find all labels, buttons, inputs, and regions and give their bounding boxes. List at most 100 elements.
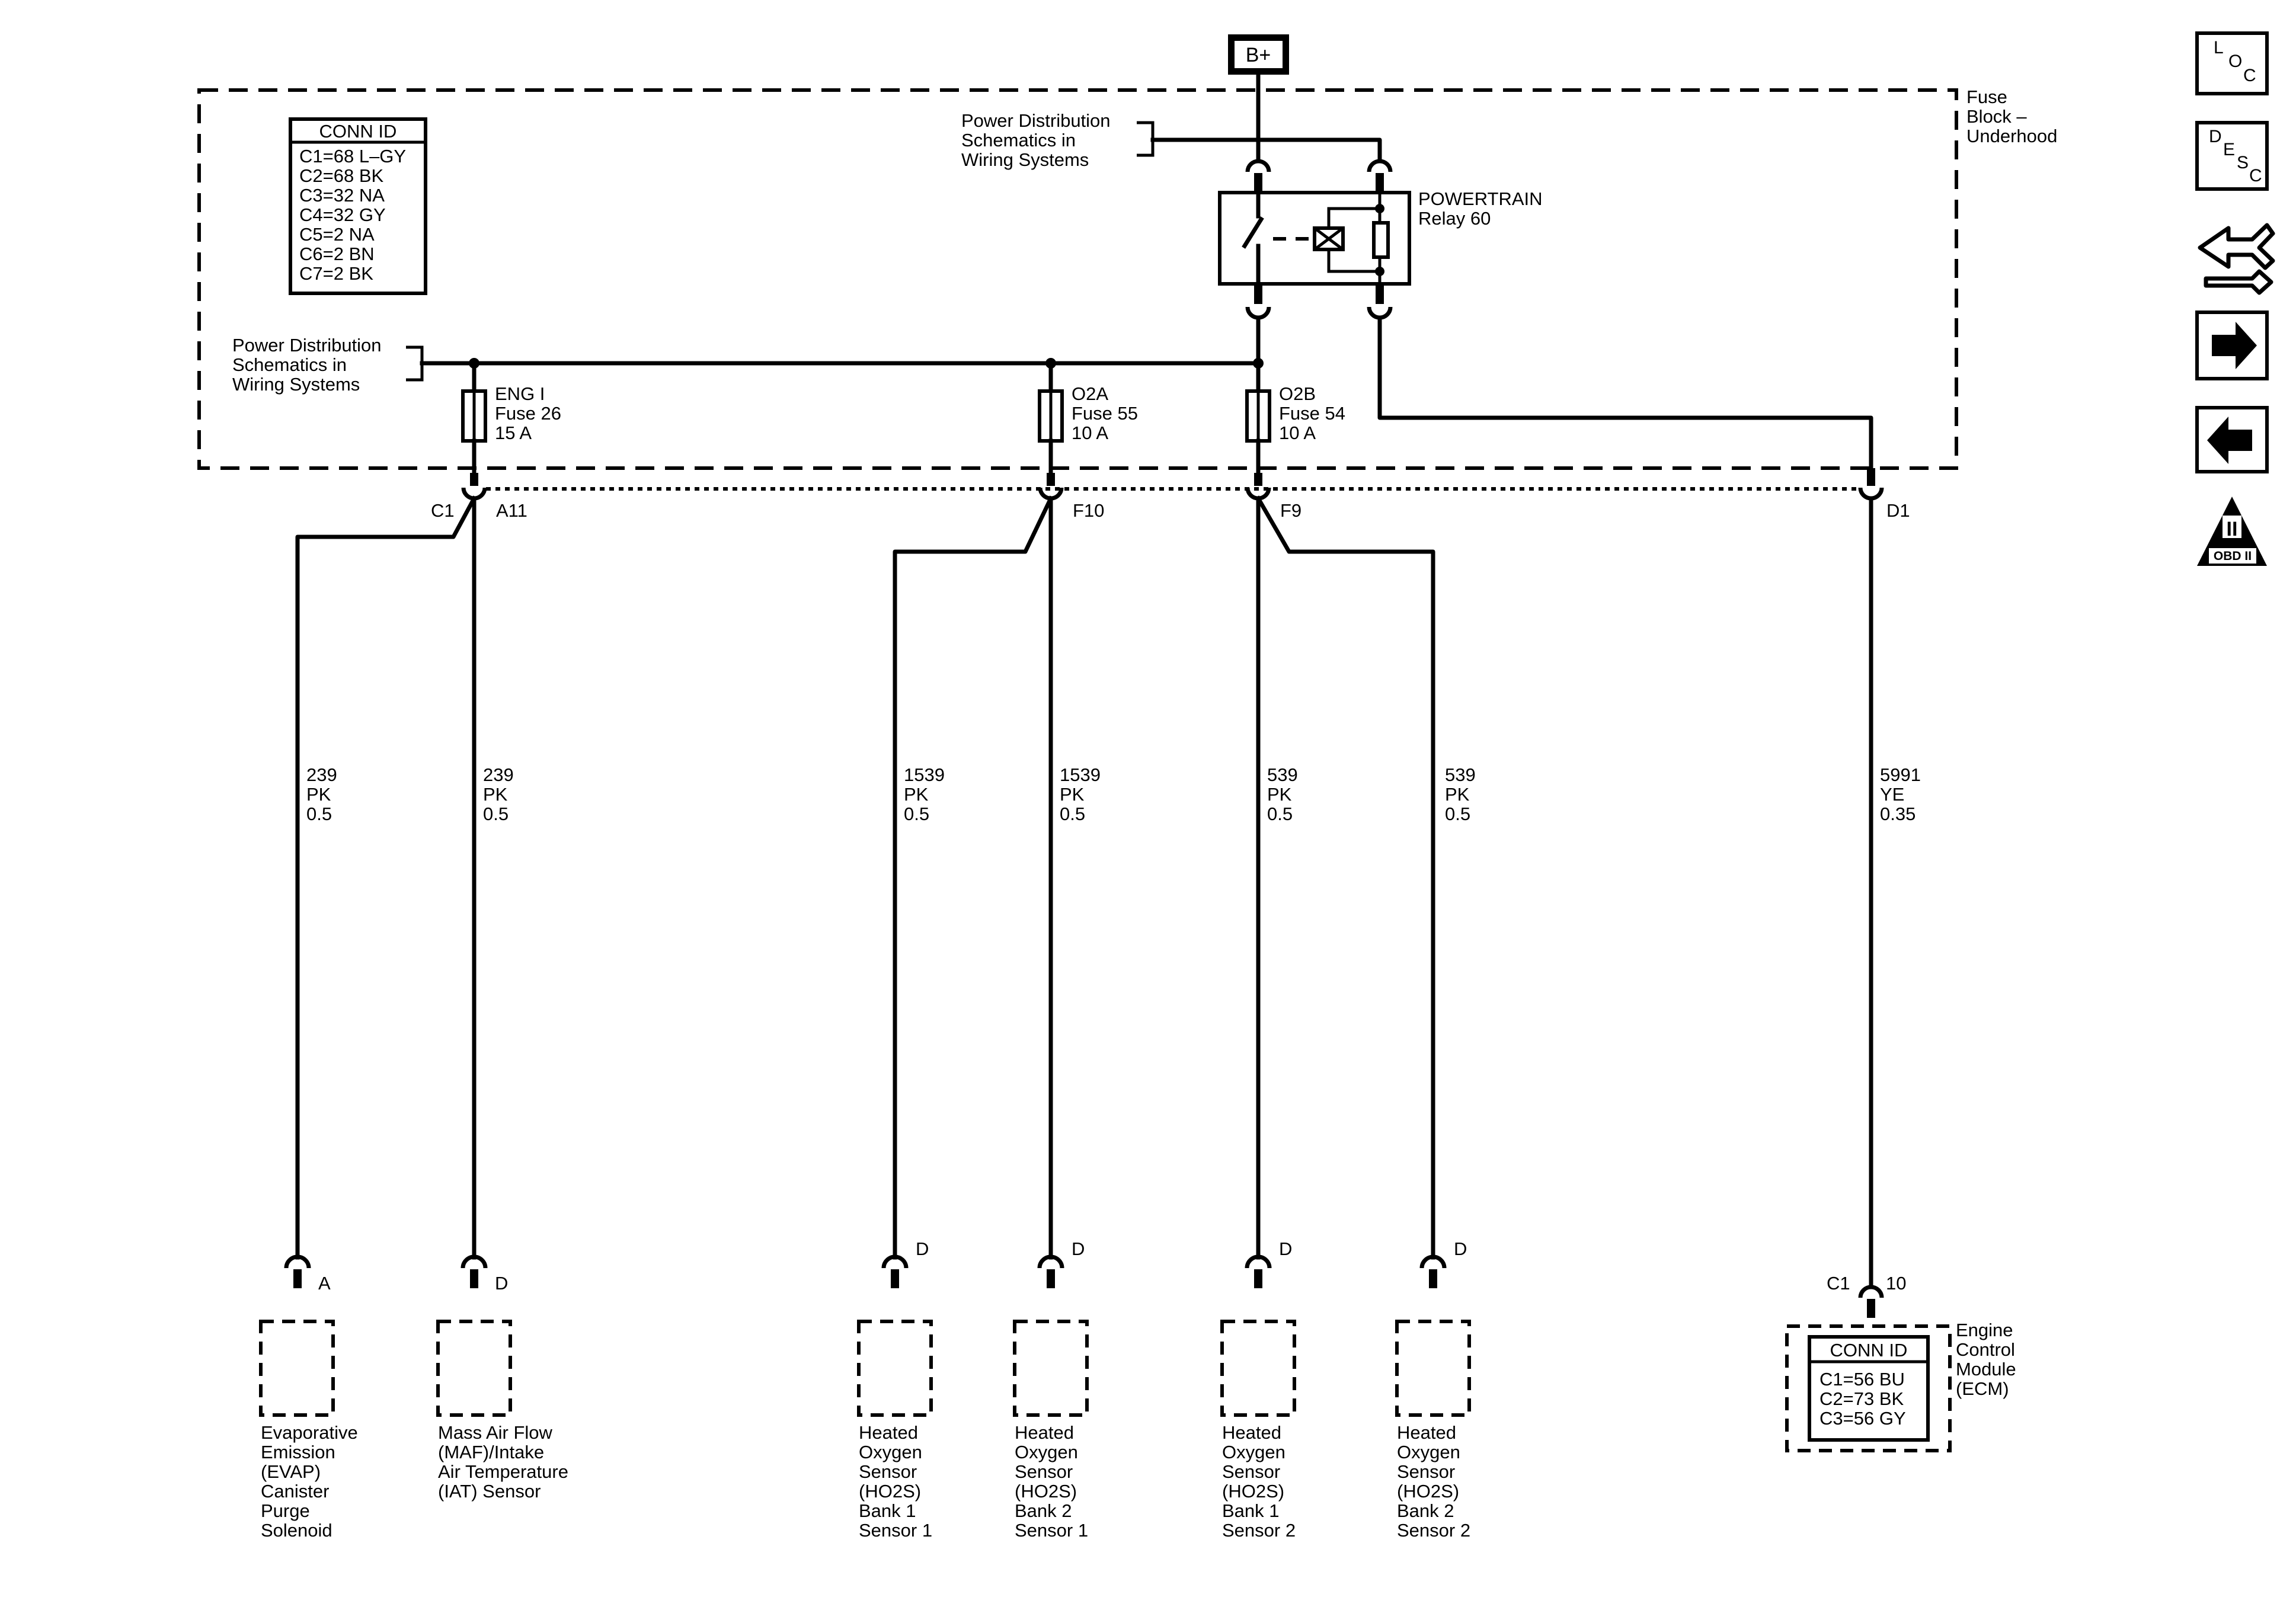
fuse-block-label: Fuse Block – Underhood — [1966, 87, 2057, 146]
desc-icon[interactable]: D E S C — [2195, 121, 2269, 191]
svg-text:Fuse 54: Fuse 54 — [1279, 403, 1345, 424]
svg-text:(IAT) Sensor: (IAT) Sensor — [438, 1481, 541, 1502]
svg-text:Oxygen: Oxygen — [1397, 1442, 1460, 1462]
ho2s-b1s2-label: Heated Oxygen Sensor (HO2S) Bank 1 Senso… — [1222, 1422, 1296, 1541]
svg-text:PK: PK — [904, 784, 929, 805]
ho2s-b2s1-box — [1013, 1320, 1089, 1417]
svg-text:5991: 5991 — [1880, 764, 1921, 785]
battery-label: B+ — [1246, 44, 1271, 66]
svg-text:PK: PK — [306, 784, 331, 805]
ho2s-b2s2-box — [1395, 1320, 1471, 1417]
svg-text:Fuse: Fuse — [1966, 87, 2007, 107]
ecm-label: Engine Control Module (ECM) — [1956, 1320, 2016, 1399]
relay-label: POWERTRAIN Relay 60 — [1418, 188, 1543, 229]
svg-text:O2B: O2B — [1279, 383, 1316, 404]
svg-text:PK: PK — [483, 784, 508, 805]
ecm-box — [1785, 1324, 1952, 1452]
ecm-connector-label: C1 — [1827, 1273, 1850, 1294]
fuse-55 — [1038, 361, 1064, 475]
svg-text:Underhood: Underhood — [1966, 126, 2057, 146]
svg-text:Bank 2: Bank 2 — [1015, 1500, 1072, 1521]
wire-label-239-evap: 239 PK 0.5 — [306, 764, 337, 824]
svg-text:0.5: 0.5 — [1060, 804, 1085, 824]
maf-connector — [461, 1254, 488, 1288]
svg-text:1539: 1539 — [904, 764, 945, 785]
power-distribution-ref-top: Power Distribution Schematics in Wiring … — [961, 110, 1155, 170]
maf-pin-label: D — [495, 1273, 508, 1294]
relay-control-wire — [1377, 315, 1873, 470]
evap-connector — [284, 1254, 311, 1288]
svg-text:Emission: Emission — [261, 1442, 335, 1462]
previous-arrow-icon[interactable] — [2195, 406, 2269, 473]
svg-text:Purge: Purge — [261, 1500, 310, 1521]
svg-text:(ECM): (ECM) — [1956, 1378, 2009, 1399]
maf-sensor-label: Mass Air Flow (MAF)/Intake Air Temperatu… — [438, 1422, 568, 1502]
svg-text:Heated: Heated — [1015, 1422, 1074, 1443]
svg-text:Relay 60: Relay 60 — [1418, 208, 1491, 229]
conn-id-row: C4=32 GY — [299, 204, 386, 225]
obd-ii-icon[interactable]: II OBD II — [2197, 497, 2267, 566]
svg-text:(HO2S): (HO2S) — [1222, 1481, 1284, 1502]
loc-icon[interactable]: L O C — [2195, 31, 2269, 95]
svg-text:C: C — [2249, 166, 2262, 185]
svg-text:539: 539 — [1267, 764, 1298, 785]
connector-terminal-f10 — [1038, 473, 1064, 501]
svg-text:Bank 1: Bank 1 — [1222, 1500, 1280, 1521]
svg-text:239: 239 — [306, 764, 337, 785]
fuse-55-label: O2A Fuse 55 10 A — [1072, 383, 1138, 443]
fuse-26-label: ENG I Fuse 26 15 A — [495, 383, 561, 443]
ho2s-b1s2-connector — [1245, 1254, 1272, 1288]
powertrain-relay — [1218, 190, 1411, 286]
svg-text:Fuse 55: Fuse 55 — [1072, 403, 1138, 424]
ho2s-b1s2-box — [1220, 1320, 1296, 1417]
svg-text:(MAF)/Intake: (MAF)/Intake — [438, 1442, 544, 1462]
ho2s-b2s2-label: Heated Oxygen Sensor (HO2S) Bank 2 Senso… — [1397, 1422, 1470, 1541]
svg-text:539: 539 — [1445, 764, 1476, 785]
svg-text:C: C — [2243, 66, 2256, 85]
pin-f10-label: F10 — [1073, 500, 1104, 521]
conn-id-row: C1=68 L–GY — [299, 146, 406, 167]
connector-terminal-d1 — [1858, 468, 1884, 501]
svg-text:CONN ID: CONN ID — [1830, 1340, 1908, 1361]
conn-id-row: C7=2 BK — [299, 263, 373, 284]
svg-text:C1=56 BU: C1=56 BU — [1819, 1369, 1905, 1390]
svg-text:C3=56 GY: C3=56 GY — [1819, 1408, 1906, 1429]
svg-text:Bank 1: Bank 1 — [859, 1500, 916, 1521]
ho2s-b2s2-pin-label: D — [1454, 1238, 1467, 1259]
evap-solenoid-box — [259, 1320, 335, 1417]
evap-pin-label: A — [318, 1273, 331, 1294]
svg-text:ENG I: ENG I — [495, 383, 545, 404]
fuse-26 — [461, 361, 487, 475]
svg-text:(EVAP): (EVAP) — [261, 1461, 321, 1482]
next-arrow-icon[interactable] — [2195, 311, 2269, 380]
svg-text:0.5: 0.5 — [904, 804, 929, 824]
relay-output-terminal — [1245, 284, 1393, 320]
wire-539-b2s2 — [1255, 495, 1435, 1260]
wire-label-1539-b2s1: 1539 PK 0.5 — [1060, 764, 1101, 824]
wire-label-539-b1s2: 539 PK 0.5 — [1267, 764, 1298, 824]
svg-text:C2=73 BK: C2=73 BK — [1819, 1388, 1904, 1409]
connector-terminal-f9 — [1245, 473, 1271, 501]
svg-text:PK: PK — [1060, 784, 1085, 805]
svg-text:E: E — [2223, 140, 2235, 159]
svg-text:PK: PK — [1445, 784, 1470, 805]
svg-text:II: II — [2227, 518, 2238, 540]
svg-text:Wiring Systems: Wiring Systems — [961, 149, 1089, 170]
svg-text:0.35: 0.35 — [1880, 804, 1916, 824]
svg-text:Sensor: Sensor — [1397, 1461, 1455, 1482]
ecm-conn-id: CONN ID C1=56 BU C2=73 BK C3=56 GY — [1808, 1335, 1930, 1442]
svg-text:Sensor 2: Sensor 2 — [1222, 1520, 1296, 1541]
svg-text:Oxygen: Oxygen — [1015, 1442, 1078, 1462]
svg-text:S: S — [2237, 153, 2249, 172]
svg-text:Mass Air Flow: Mass Air Flow — [438, 1422, 553, 1443]
wiring-tools-icon[interactable] — [2198, 223, 2275, 295]
ho2s-b1s2-pin-label: D — [1279, 1238, 1292, 1259]
svg-text:PK: PK — [1267, 784, 1292, 805]
svg-text:Control: Control — [1956, 1339, 2015, 1360]
maf-sensor-box — [436, 1320, 512, 1417]
ho2s-b1s1-pin-label: D — [916, 1238, 929, 1259]
svg-text:Heated: Heated — [1222, 1422, 1281, 1443]
ho2s-b1s1-box — [857, 1320, 933, 1417]
svg-text:Power Distribution: Power Distribution — [232, 335, 382, 356]
